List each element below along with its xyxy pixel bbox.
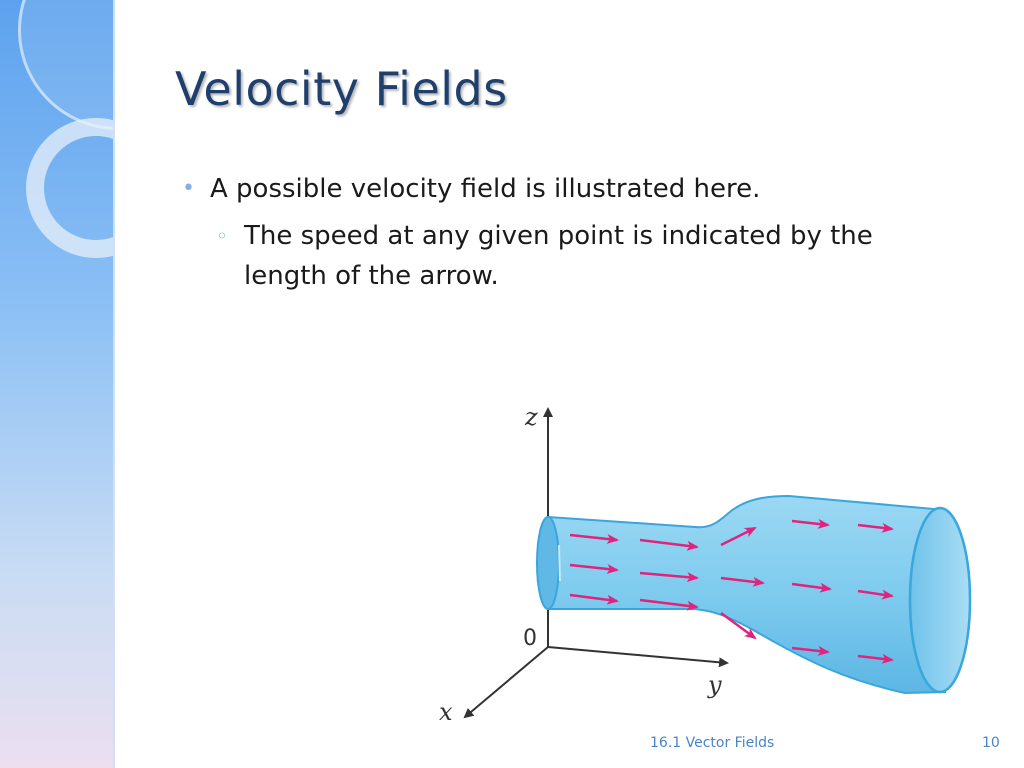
velocity-arrow (857, 653, 894, 664)
velocity-arrow (720, 576, 765, 587)
pipe-left-opening (536, 516, 560, 610)
y-axis-label: y (707, 671, 722, 699)
sidebar-edge-line (113, 0, 115, 768)
x-axis (463, 646, 549, 719)
bullet-list: • A possible velocity field is illustrat… (180, 170, 960, 296)
sub-bullet-item: ◦ The speed at any given point is indica… (216, 216, 944, 296)
pipe-right-opening (908, 506, 972, 694)
slide-title: Velocity Fields (175, 62, 508, 116)
x-axis-label: x (439, 698, 453, 726)
velocity-arrow (857, 589, 894, 600)
velocity-arrow (791, 518, 830, 529)
sub-bullet-text: The speed at any given point is indicate… (244, 221, 873, 291)
pipe (536, 494, 972, 695)
velocity-arrow (791, 582, 832, 593)
sub-bullet-circle-icon: ◦ (216, 224, 228, 248)
page-number: 10 (982, 735, 1000, 751)
velocity-arrow (720, 611, 757, 640)
velocity-arrow (569, 593, 619, 605)
velocity-arrow (720, 526, 757, 547)
y-axis (547, 646, 729, 668)
z-axis-label: z (524, 403, 538, 431)
velocity-arrow (569, 563, 619, 574)
decorative-ring-small (26, 118, 113, 258)
velocity-arrow (639, 571, 699, 583)
velocity-arrow (569, 533, 619, 544)
velocity-field-figure: z y x 0 (439, 403, 972, 726)
velocity-arrow (857, 522, 894, 533)
footer-section-title: 16.1 Vector Fields (650, 735, 775, 751)
velocity-arrow (791, 645, 830, 656)
velocity-arrows (569, 518, 894, 664)
origin-label: 0 (523, 626, 537, 651)
velocity-arrow (639, 598, 699, 611)
velocity-arrow (639, 538, 699, 551)
decorative-sidebar (0, 0, 113, 768)
bullet-dot-icon: • (182, 176, 195, 201)
bullet-item: • A possible velocity field is illustrat… (180, 170, 960, 208)
bullet-text: A possible velocity field is illustrated… (210, 174, 761, 204)
decorative-ring-large (18, 0, 113, 130)
axes: z y x 0 (439, 403, 729, 726)
